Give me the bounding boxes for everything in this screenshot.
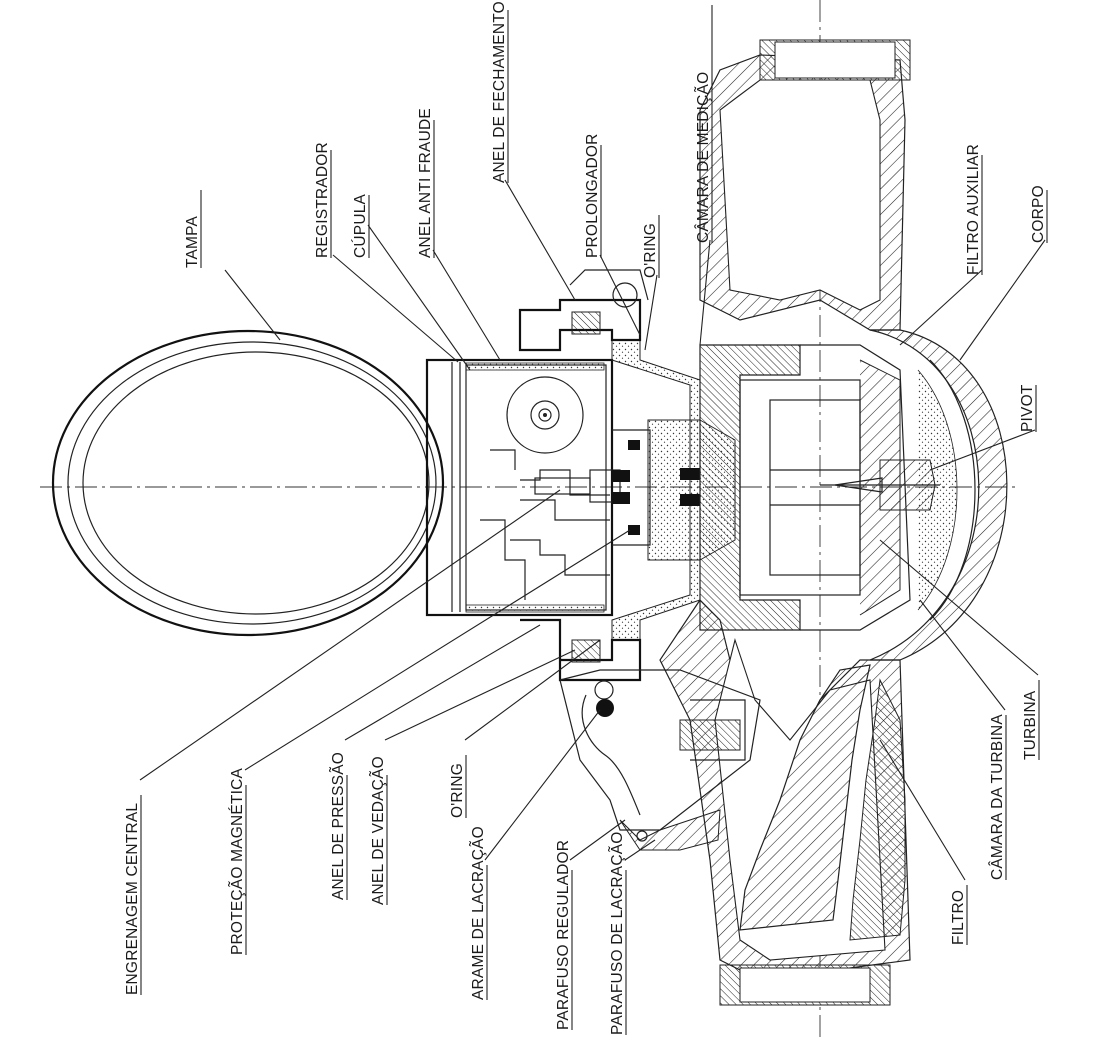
label-filtro-auxiliar: FILTRO AUXILIAR xyxy=(965,144,982,275)
label-cupula: CÚPULA xyxy=(352,193,369,258)
label-oring-bottom: O'RING xyxy=(449,763,466,818)
label-anel-de-pressao: ANEL DE PRESSÃO xyxy=(330,752,347,900)
label-anel-de-fechamento: ANEL DE FECHAMENTO xyxy=(491,1,508,183)
sealing-assembly xyxy=(559,669,761,851)
label-tampa: TAMPA xyxy=(184,215,201,268)
register-housing xyxy=(425,358,651,617)
label-engrenagem-central: ENGRENAGEM CENTRAL xyxy=(124,803,141,995)
label-turbina: TURBINA xyxy=(1022,690,1039,760)
label-parafuso-de-lacracao: PARAFUSO DE LACRAÇÃO xyxy=(609,831,626,1035)
part-labels: TAMPA REGISTRADOR CÚPULA ANEL ANTI FRAUD… xyxy=(124,1,1047,1035)
label-camara-de-medicao: CÂMARA DE MEDIÇÃO xyxy=(695,72,712,243)
label-anel-de-vedacao: ANEL DE VEDAÇÃO xyxy=(370,756,387,905)
leader-lines xyxy=(139,179,1046,881)
filtro-cone xyxy=(739,664,906,941)
camara-de-medicao xyxy=(699,344,911,631)
label-pivot: PIVOT xyxy=(1019,384,1036,432)
label-arame-de-lacracao: ARAME DE LACRAÇÃO xyxy=(470,826,487,1000)
label-camara-da-turbina: CÂMARA DA TURBINA xyxy=(989,714,1006,880)
turbina xyxy=(769,399,940,576)
tampa-lid xyxy=(51,329,445,637)
label-prolongador: PROLONGADOR xyxy=(584,134,601,259)
label-anel-anti-fraude: ANEL ANTI FRAUDE xyxy=(417,108,434,258)
label-protecao-magnetica: PROTEÇÃO MAGNÉTICA xyxy=(229,768,246,955)
label-underlines xyxy=(140,5,1048,1035)
label-parafuso-regulador: PARAFUSO REGULADOR xyxy=(555,840,572,1030)
label-oring-top: O'RING xyxy=(642,223,659,278)
label-filtro: FILTRO xyxy=(950,890,967,945)
label-corpo: CORPO xyxy=(1030,185,1047,243)
label-registrador: REGISTRADOR xyxy=(314,142,331,258)
